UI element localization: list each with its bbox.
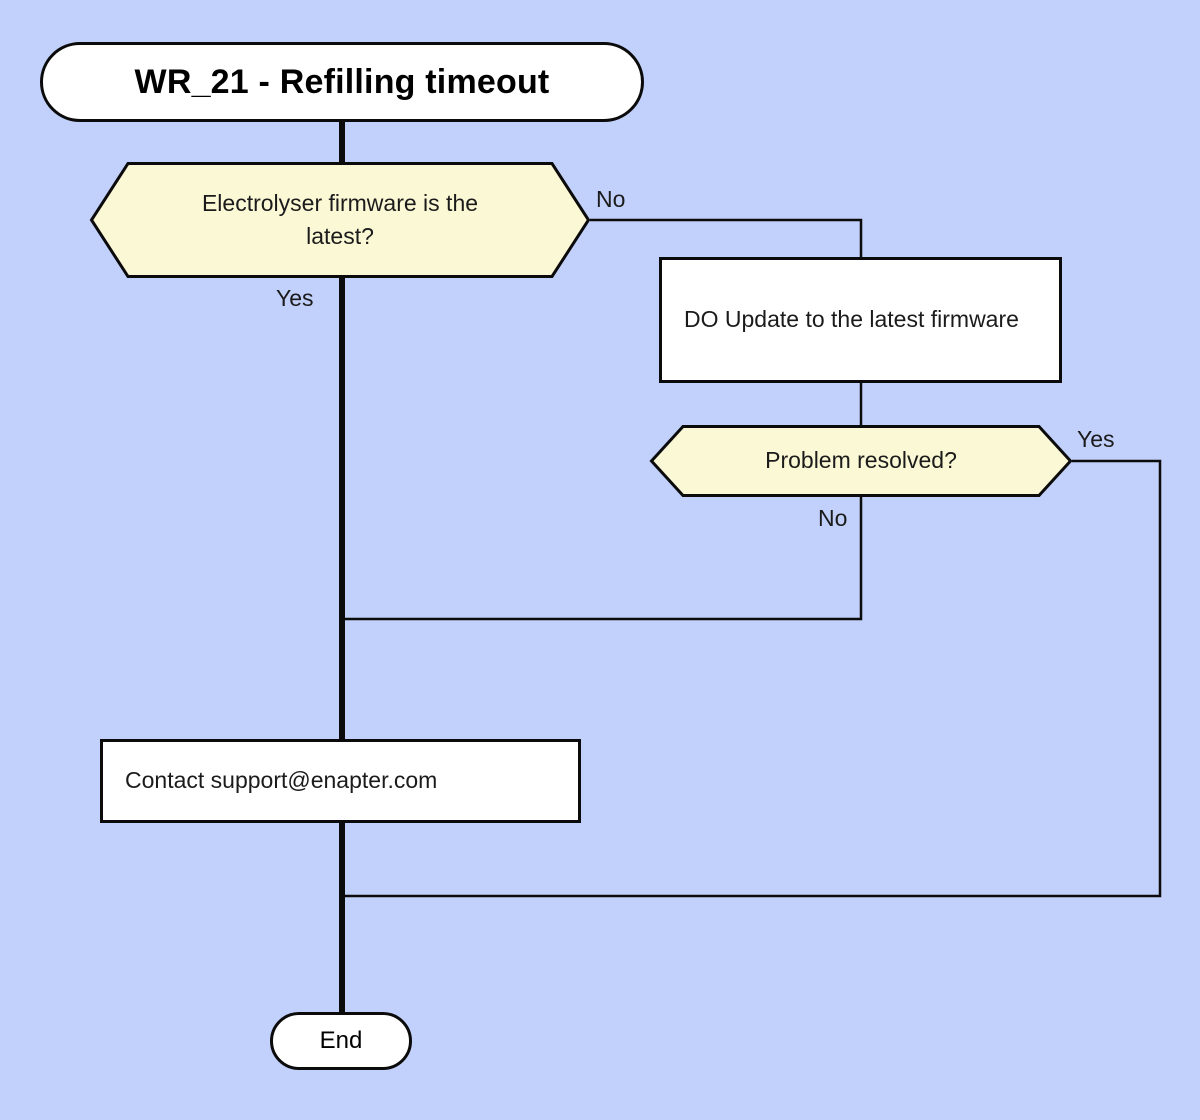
node-decision-firmware-label: Electrolyser firmware is the latest? bbox=[201, 189, 479, 249]
node-decision-resolved-label: Problem resolved? bbox=[765, 447, 957, 474]
node-process-support[interactable]: Contact support@enapter.com bbox=[100, 739, 581, 823]
node-process-support-label: Contact support@enapter.com bbox=[125, 767, 438, 794]
hexagon-shape-resolved bbox=[649, 425, 1073, 497]
node-start[interactable]: WR_21 - Refilling timeout bbox=[40, 42, 644, 122]
hexagon-shape-firmware bbox=[89, 162, 591, 278]
edge-resolved-yes bbox=[342, 459, 1162, 898]
node-decision-firmware[interactable]: Electrolyser firmware is the latest? bbox=[89, 162, 591, 278]
node-process-update-label: DO Update to the latest firmware bbox=[684, 306, 1019, 333]
edge-label-resolved-no: No bbox=[818, 505, 848, 531]
node-end[interactable]: End bbox=[270, 1012, 412, 1070]
node-process-update[interactable]: DO Update to the latest firmware bbox=[659, 257, 1062, 383]
edge-resolved-no bbox=[342, 497, 863, 621]
edge-label-resolved-yes: Yes bbox=[1077, 426, 1115, 452]
node-decision-resolved[interactable]: Problem resolved? bbox=[649, 425, 1073, 497]
edge-label-firmware-no: No bbox=[596, 186, 626, 212]
edge-label-firmware-yes: Yes bbox=[276, 285, 314, 311]
edge-firmware-no bbox=[590, 218, 863, 257]
